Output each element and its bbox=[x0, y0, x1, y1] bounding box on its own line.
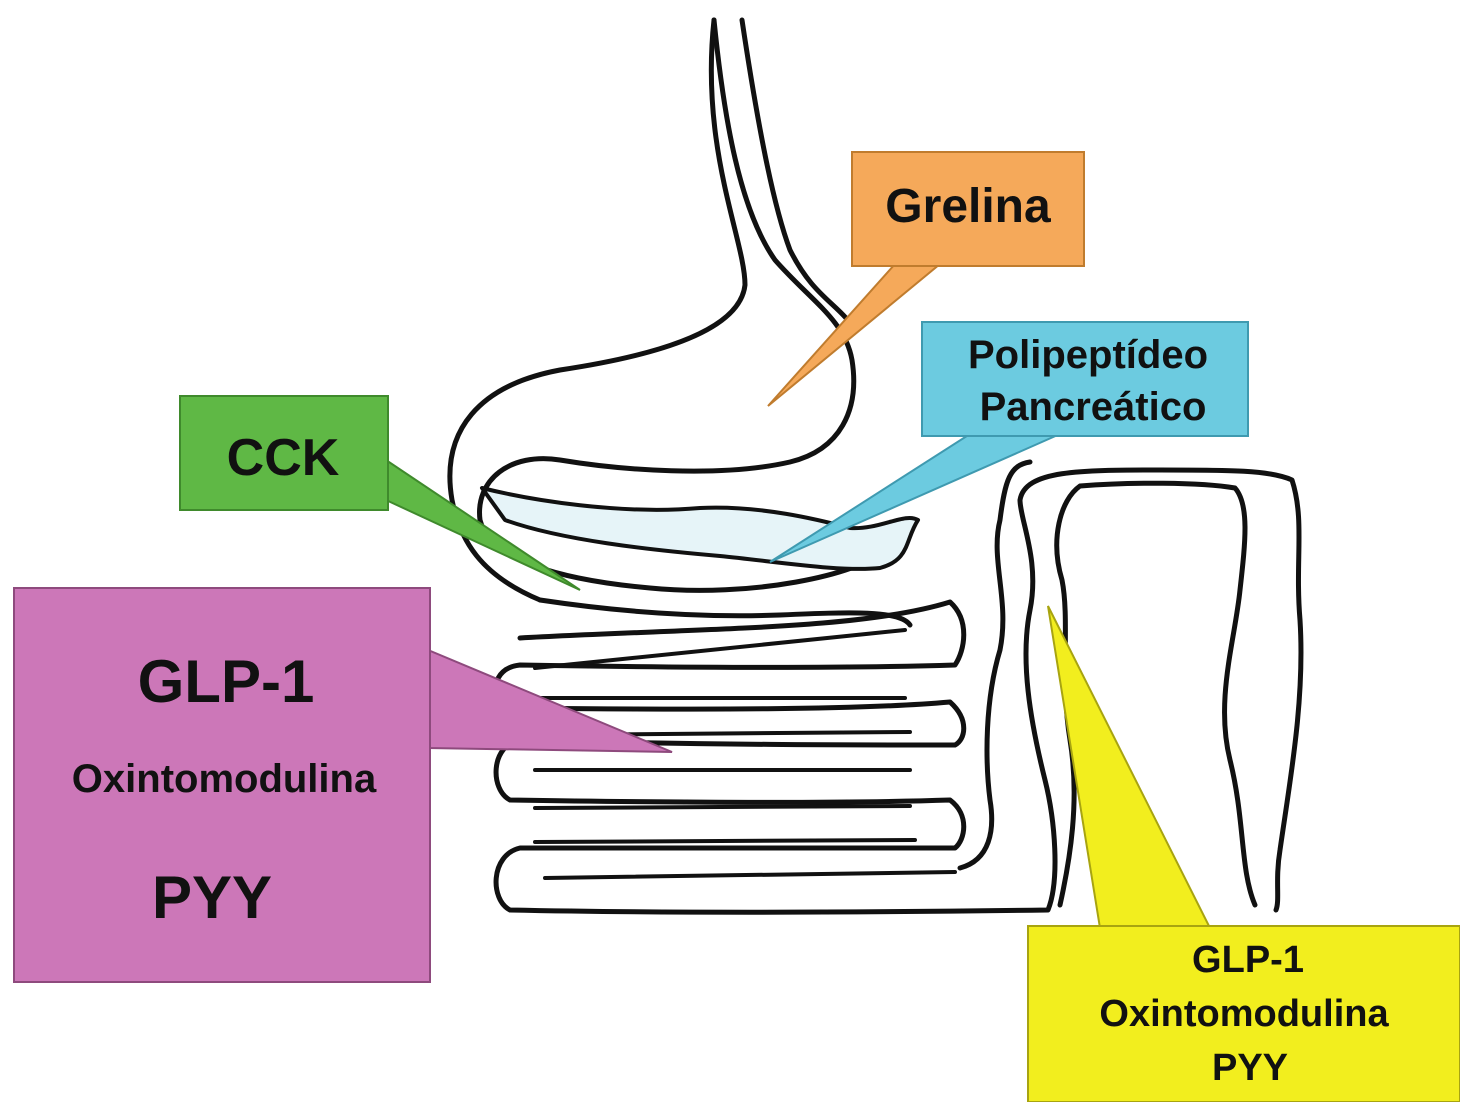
small-intestine-glp1-label: GLP-1 bbox=[138, 648, 315, 715]
small-intestine-pyy-label: PYY bbox=[152, 864, 272, 931]
colon-glp1-label: GLP-1 bbox=[1192, 939, 1304, 981]
small-intestine-callout: GLP-1 Oxintomodulina PYY bbox=[14, 588, 672, 982]
pancreatic-polypeptide-label-line1: Polipeptídeo bbox=[968, 333, 1208, 377]
pancreatic-polypeptide-callout: Polipeptídeo Pancreático bbox=[770, 322, 1248, 562]
cck-callout: CCK bbox=[180, 396, 580, 590]
grelina-label: Grelina bbox=[885, 180, 1051, 233]
pancreas-outline bbox=[482, 488, 918, 569]
colon-pyy-label: PYY bbox=[1212, 1047, 1288, 1089]
colon-oxintomodulina-label: Oxintomodulina bbox=[1099, 993, 1389, 1035]
pancreatic-polypeptide-label-line2: Pancreático bbox=[980, 385, 1207, 429]
small-intestine-oxintomodulina-label: Oxintomodulina bbox=[72, 757, 377, 801]
cck-label: CCK bbox=[227, 429, 340, 487]
